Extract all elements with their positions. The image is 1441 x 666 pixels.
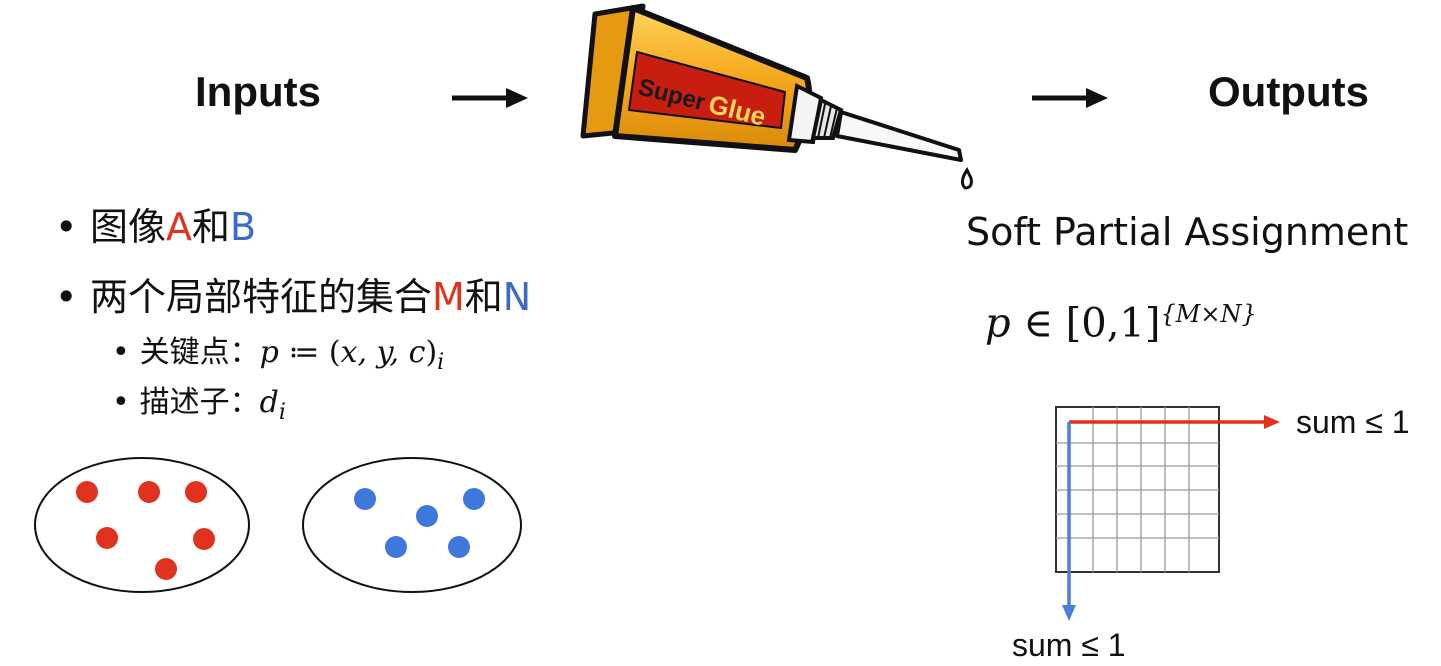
bullet-dot-icon: • [55, 275, 78, 319]
output-title: Soft Partial Assignment [966, 210, 1409, 254]
assignment-matrix [1055, 406, 1280, 621]
row-sum-arrow [1069, 415, 1280, 429]
image-b-label: B [229, 205, 257, 249]
bullet-images: •图像A和B [55, 205, 257, 249]
keypoint-a [193, 528, 215, 550]
bullet-descriptors: •描述子：di [112, 385, 286, 425]
set-a-points [76, 481, 215, 580]
set-b-points [354, 488, 485, 558]
set-n-label: N [502, 275, 532, 319]
inputs-label: Inputs [195, 68, 321, 115]
keypoint-a [155, 558, 177, 580]
col-sum-label: sum ≤ 1 [1012, 627, 1126, 663]
bullet-keypoints: •关键点：p ≔ (x, y, c)i [112, 335, 445, 375]
keypoint-a [138, 481, 160, 503]
col-sum-arrow [1062, 422, 1076, 621]
set-m-label: M [431, 275, 465, 319]
outputs-label: Outputs [1208, 68, 1369, 115]
glue-tube-icon: Super Glue [580, 3, 973, 190]
bullet-dot-icon: • [112, 385, 130, 420]
keypoint-b [354, 488, 376, 510]
keypoint-b [463, 488, 485, 510]
right-arrow-icon [1032, 88, 1108, 108]
keypoint-b [385, 536, 407, 558]
point-sets [34, 457, 522, 593]
keypoint-a [185, 481, 207, 503]
row-sum-label: sum ≤ 1 [1296, 404, 1410, 440]
right-arrow-icon [452, 88, 528, 108]
keypoint-a [76, 481, 98, 503]
keypoint-a [96, 527, 118, 549]
bullet-feature-sets: •两个局部特征的集合M和N [55, 275, 532, 319]
set-a-ellipse [34, 457, 250, 593]
bullet-dot-icon: • [55, 205, 78, 249]
bullet-dot-icon: • [112, 335, 130, 370]
keypoint-b [416, 505, 438, 527]
keypoint-b [448, 536, 470, 558]
matrix-grid [1055, 406, 1220, 573]
image-a-label: A [165, 205, 192, 249]
assignment-formula: p ∈ [0,1]{M×N} [985, 300, 1257, 347]
set-b-ellipse [302, 457, 522, 593]
